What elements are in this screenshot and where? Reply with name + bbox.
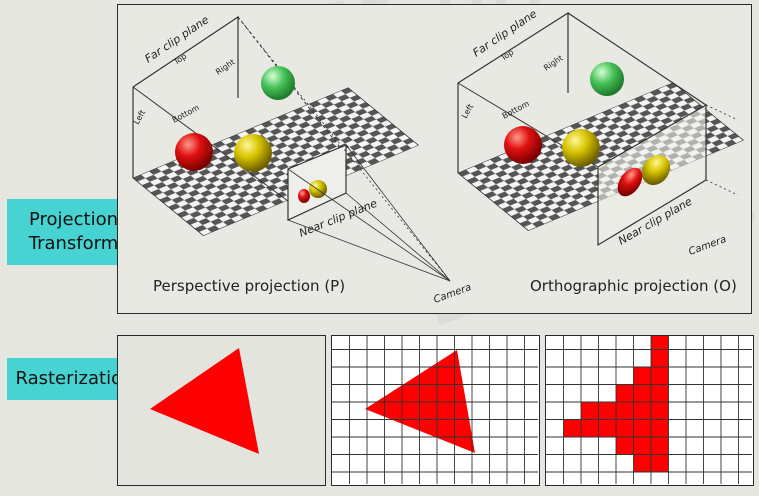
yellow-sphere: [234, 134, 272, 172]
perspective-bottom-label: Bottom: [171, 103, 201, 125]
raster-panel-pixels: [545, 335, 754, 486]
filled-pixel: [633, 419, 651, 437]
continuous-triangle: [150, 348, 259, 454]
filled-pixel: [581, 419, 599, 437]
sampled-triangle: [365, 350, 475, 453]
orthographic-caption: Orthographic projection (O): [530, 277, 737, 295]
filled-pixel: [651, 336, 669, 350]
orthographic-camera-label: Camera: [687, 234, 728, 258]
projection-label-line1: Projection: [28, 209, 118, 230]
filled-pixel: [633, 384, 651, 402]
perspective-top-label: Top: [171, 52, 188, 68]
filled-pixel: [651, 437, 669, 455]
projection-label-line2: Transform: [28, 233, 119, 254]
filled-pixel: [651, 454, 669, 472]
perspective-right-label: Right: [214, 57, 237, 76]
orthographic-right-label: Right: [542, 53, 565, 72]
filled-pixel: [651, 402, 669, 420]
filled-pixel: [598, 419, 616, 437]
grid-overlay: [332, 336, 538, 484]
perspective-frustum: Far clip plane Top Right Left Bottom Nea…: [132, 13, 473, 306]
filled-pixel: [633, 402, 651, 420]
pixel-grid: [546, 336, 752, 484]
filled-pixel: [651, 367, 669, 385]
red-sphere: [175, 133, 213, 171]
perspective-checkerboard: [132, 87, 420, 236]
raster-panel-grid: [331, 335, 540, 486]
filled-pixel: [616, 384, 634, 402]
filled-pixel: [616, 419, 634, 437]
projection-panel: Far clip plane Top Right Left Bottom Nea…: [117, 4, 752, 314]
filled-pixel: [651, 384, 669, 402]
perspective-left-label: Left: [132, 108, 147, 126]
projection-diagram: Far clip plane Top Right Left Bottom Nea…: [132, 7, 745, 306]
filled-pixel: [563, 419, 581, 437]
filled-pixel: [616, 402, 634, 420]
orthographic-box: Far clip plane Top Right Left Bottom Nea…: [457, 7, 745, 258]
filled-pixel: [633, 367, 651, 385]
filled-pixel: [581, 402, 599, 420]
perspective-camera-label: Camera: [432, 282, 473, 306]
green-sphere: [261, 66, 295, 100]
rasterization-label-text: Rasterization: [15, 368, 134, 389]
raster-panel-continuous: [117, 335, 326, 486]
filled-pixel: [651, 349, 669, 367]
perspective-caption: Perspective projection (P): [153, 277, 346, 295]
orthographic-top-label: Top: [498, 48, 515, 64]
filled-pixel: [598, 402, 616, 420]
filled-pixel: [633, 454, 651, 472]
filled-pixel: [651, 419, 669, 437]
filled-pixel: [633, 437, 651, 455]
orthographic-left-label: Left: [460, 102, 475, 120]
filled-pixel: [616, 437, 634, 455]
